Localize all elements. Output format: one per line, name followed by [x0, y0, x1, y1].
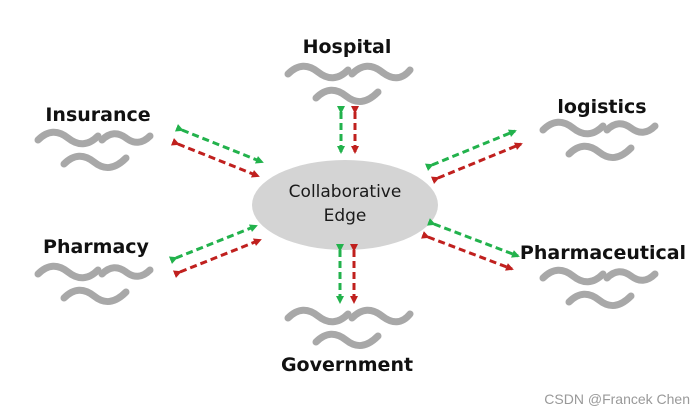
- arrow-logistics-red: [430, 142, 523, 184]
- node-label-pharmacy: Pharmacy: [43, 236, 150, 258]
- node-label-government: Government: [281, 354, 413, 376]
- arrow-logistics-green: [424, 129, 517, 171]
- pharmacy-text-placeholder-icon: [34, 262, 154, 305]
- arrow-insurance-green: [174, 124, 264, 164]
- arrow-pharmacy-green: [168, 224, 258, 264]
- watermark: CSDN @Francek Chen: [544, 391, 690, 407]
- pharmaceutical-text-placeholder-icon: [539, 266, 659, 309]
- collaborative-edge-ellipse: [252, 160, 438, 250]
- node-label-hospital: Hospital: [303, 36, 392, 58]
- node-label-insurance: Insurance: [45, 104, 150, 126]
- arrow-pharmaceutical-red: [420, 231, 514, 271]
- center-label-line2: Edge: [324, 206, 367, 226]
- logistics-text-placeholder-icon: [539, 118, 659, 161]
- insurance-text-placeholder-icon: [34, 128, 154, 171]
- node-label-pharmaceutical: Pharmaceutical: [520, 242, 686, 264]
- center-label-line1: Collaborative: [289, 182, 402, 202]
- node-label-logistics: logistics: [557, 96, 646, 118]
- arrow-pharmacy-red: [172, 238, 262, 278]
- hospital-text-placeholder-icon: [284, 62, 414, 105]
- arrow-insurance-red: [170, 138, 260, 178]
- government-text-placeholder-icon: [284, 306, 414, 349]
- arrow-pharmaceutical-green: [426, 218, 520, 258]
